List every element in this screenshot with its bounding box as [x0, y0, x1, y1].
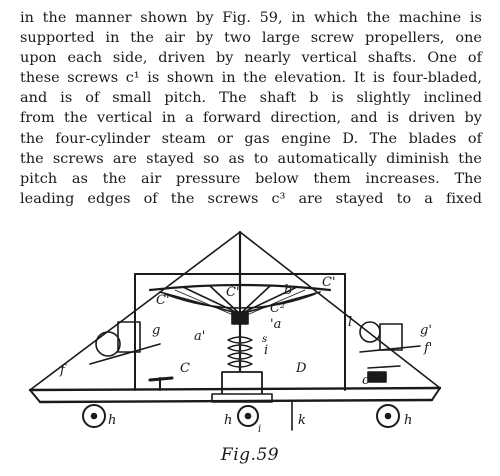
- right-shaft: [359, 345, 421, 353]
- wheel-center: [237, 405, 259, 427]
- wheel-center-hub: [244, 412, 252, 420]
- propeller-blade-2: [184, 287, 241, 315]
- label-s: s: [262, 334, 267, 345]
- label-f: f: [59, 363, 67, 378]
- label-i-bottom: i: [258, 424, 261, 435]
- label-g: g: [152, 323, 160, 338]
- label-l: l: [348, 315, 352, 330]
- platform-top: [28, 386, 442, 392]
- propeller-hub: [231, 311, 249, 325]
- platform-bottom: [38, 398, 434, 404]
- label-f-prime: f': [423, 341, 432, 356]
- label-c-top-left: C': [156, 293, 170, 308]
- label-h-center: h: [224, 413, 232, 428]
- label-c-top-center: C': [226, 285, 240, 300]
- propeller-blade-6: [239, 291, 321, 315]
- text-line-7: the four-cylinder steam or gas engine D.…: [20, 130, 482, 147]
- platform-end-left: [29, 389, 41, 403]
- propeller-rim: [148, 283, 332, 292]
- platform-end-right: [431, 387, 441, 401]
- text-line-8: the screws are stayed so as to automatic…: [20, 150, 482, 167]
- propeller-blade-3: [209, 285, 241, 315]
- propeller-blade-4: [239, 285, 271, 315]
- wheel-right: [376, 404, 400, 428]
- figure-caption: Fig.59: [220, 445, 280, 465]
- flying-machine-figure: C' C' b C' C² 'a a' s i g f C D l g' f' …: [28, 230, 442, 435]
- text-line-5: and is of small pitch. The shaft b is sl…: [20, 90, 482, 107]
- text-line-10: leading edges of the screws c³ are staye…: [20, 190, 482, 207]
- text-line-3: upon each side, driven by nearly vertica…: [20, 50, 482, 67]
- label-h-left: h: [108, 413, 116, 428]
- propeller-stay-1: [174, 289, 241, 319]
- label-k: k: [298, 413, 306, 428]
- label-a-prime: 'a: [270, 317, 281, 332]
- right-gear-box: [379, 323, 403, 351]
- wheel-left-hub: [90, 412, 98, 420]
- text-line-4: these screws c¹ is shown in the elevatio…: [20, 70, 482, 87]
- text-line-6: from the vertical in a forward direction…: [20, 110, 482, 127]
- label-d: D: [295, 361, 307, 376]
- right-lever: [367, 365, 401, 369]
- text-line-9: pitch as the air pressure below them inc…: [20, 170, 482, 187]
- label-c-top-right: C': [322, 275, 336, 290]
- propeller-underside: [164, 293, 316, 309]
- engine-d: [221, 371, 263, 397]
- label-h-right: h: [404, 413, 412, 428]
- label-c: C: [180, 361, 190, 376]
- label-c-prime-low: c': [362, 373, 373, 388]
- right-dial: [359, 321, 381, 343]
- left-lever: [89, 343, 161, 365]
- propeller-stay-2: [239, 289, 306, 319]
- propeller-blade-5: [239, 287, 296, 315]
- label-c2: C²: [270, 301, 285, 316]
- left-gear-box: [117, 321, 141, 353]
- wheel-left: [82, 404, 106, 428]
- stay-right: [239, 231, 441, 389]
- shaft-spring: [227, 336, 253, 368]
- propeller-blade-1: [159, 291, 241, 315]
- label-b: b: [284, 283, 292, 298]
- right-seat-block: [367, 371, 387, 383]
- text-line-1: in the manner shown by Fig. 59, in which…: [20, 10, 482, 26]
- text-line-2: supported in the air by two large screw …: [20, 30, 482, 47]
- body-text: in the manner shown by Fig. 59, in which…: [20, 8, 482, 209]
- label-g-prime: g': [420, 323, 432, 338]
- label-a: a': [194, 329, 205, 344]
- label-i: i: [264, 343, 268, 358]
- wheel-right-hub: [384, 412, 392, 420]
- left-gear-wheel: [95, 331, 121, 357]
